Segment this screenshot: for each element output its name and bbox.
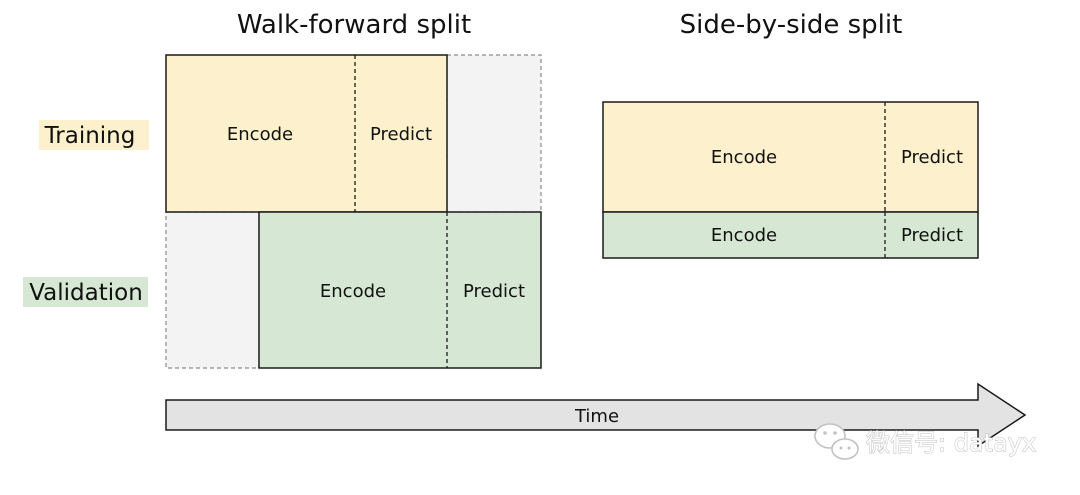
validation-label: Validation	[29, 280, 143, 306]
wechat-icon	[814, 423, 859, 460]
side-by-side-training-window: Encode Predict	[602, 101, 979, 213]
side-by-side-training-box	[602, 101, 979, 213]
row-label-validation: Validation	[23, 277, 148, 307]
walk-forward-training-window: Encode Predict	[165, 54, 448, 213]
walk-forward-training-predict: Predict	[370, 124, 432, 145]
time-label: Time	[574, 406, 619, 427]
training-label-highlight	[39, 120, 149, 150]
watermark: 微信号: datayx	[814, 423, 1037, 460]
row-label-training: Training	[39, 120, 149, 150]
watermark-text: 微信号: datayx	[866, 429, 1036, 457]
side-by-side-training-encode: Encode	[711, 147, 777, 168]
walk-forward-validation-window: Encode Predict	[258, 211, 542, 369]
walk-forward-training-encode: Encode	[227, 124, 293, 145]
side-by-side-training-predict: Predict	[901, 147, 963, 168]
side-by-side-validation-box	[602, 211, 979, 259]
walk-forward-title: Walk-forward split	[237, 10, 471, 40]
side-by-side-validation-window: Encode Predict	[602, 211, 979, 259]
time-arrow	[165, 382, 1027, 448]
walk-forward-training-padding	[446, 54, 542, 213]
side-by-side-title: Side-by-side split	[680, 10, 903, 40]
walk-forward-validation-encode: Encode	[320, 281, 386, 302]
side-by-side-validation-encode: Encode	[711, 225, 777, 246]
walk-forward-validation-box	[258, 211, 542, 369]
side-by-side-validation-predict: Predict	[901, 225, 963, 246]
time-axis: Time	[165, 382, 1027, 448]
training-label: Training	[44, 123, 136, 149]
walk-forward-validation-predict: Predict	[463, 281, 525, 302]
walk-forward-validation-padding	[165, 211, 260, 369]
validation-label-highlight	[23, 277, 148, 307]
